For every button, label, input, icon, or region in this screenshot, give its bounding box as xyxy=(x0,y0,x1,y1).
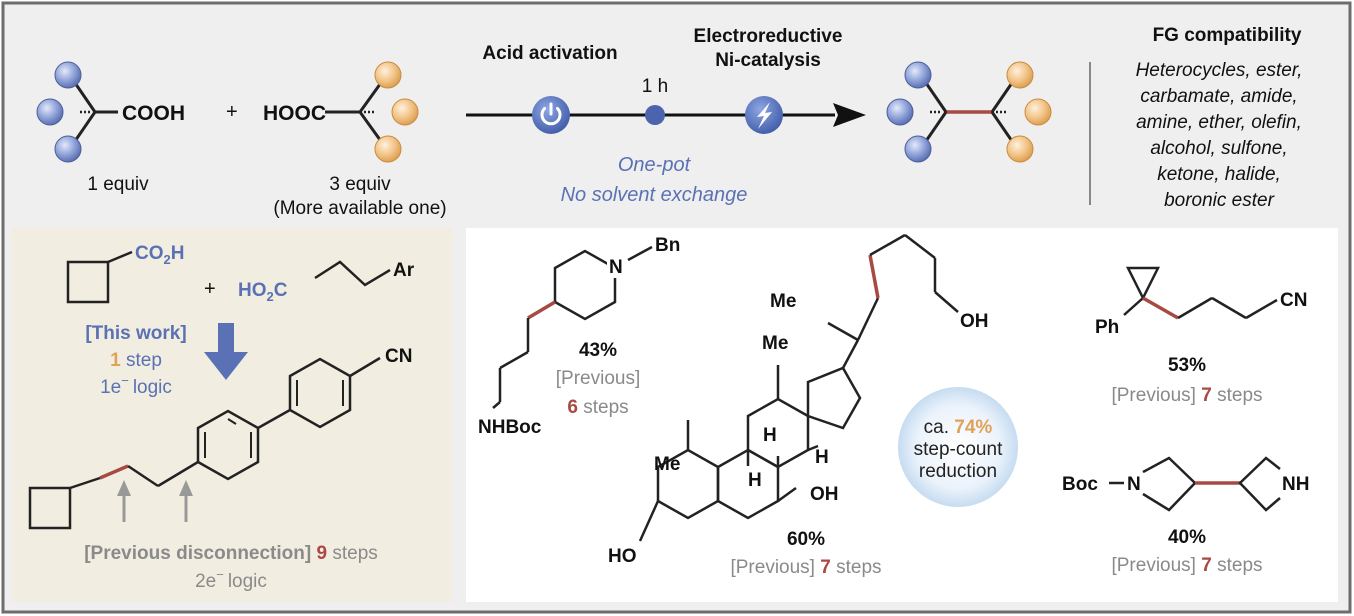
acid-2-equiv: 3 equiv xyxy=(329,174,391,195)
steroid-me: Me xyxy=(770,291,796,312)
logic-2e-label: 2e−logic xyxy=(195,567,267,592)
substituent-sphere xyxy=(904,61,932,89)
disconnection-arrow xyxy=(117,480,131,496)
one-step-label: 1 step xyxy=(110,350,162,371)
logic-1e-label: 1e−logic xyxy=(100,373,172,398)
bubble-line2: step-count xyxy=(914,439,1003,460)
azetidine-previous: [Previous] 7 steps xyxy=(1111,555,1262,576)
acid-2-note: (More available one) xyxy=(273,198,446,219)
one-pot-line2: No solvent exchange xyxy=(561,184,748,206)
examples-panel xyxy=(466,228,1338,602)
steroid-h: H xyxy=(763,425,777,446)
fg-compatibility-box: FG compatibility Heterocycles, ester, ca… xyxy=(1089,25,1303,211)
example-cyclopropane: Ph CN 53% [Previous] 7 steps xyxy=(1095,266,1307,406)
example-azetidine: Boc N NH 40% [Previous] 7 steps xyxy=(1062,456,1309,576)
piperidine-previous: [Previous] xyxy=(556,368,640,389)
cyclopropane-previous: [Previous] 7 steps xyxy=(1111,385,1262,406)
acid-1-equiv: 1 equiv xyxy=(87,174,149,195)
aryl-label: Ar xyxy=(393,260,415,281)
acid-1: COOH 1 equiv xyxy=(36,61,185,195)
substituent-sphere xyxy=(374,135,402,163)
this-work-label: [This work] xyxy=(85,323,186,344)
acid-label: CO2H xyxy=(135,243,184,267)
left-panel-content: CO2H + HO2C Ar [This work] 1 step 1e−log… xyxy=(28,243,415,592)
cyclopropane-yield: 53% xyxy=(1168,355,1206,376)
nitrile-label: CN xyxy=(385,346,412,367)
step-reduction-bubble: ca. 74% step-count reduction xyxy=(898,387,1018,507)
substituent-sphere xyxy=(36,98,64,126)
boc-label: Boc xyxy=(1062,474,1098,495)
azetidine-nh: NH xyxy=(1282,474,1309,495)
steroid-yield: 60% xyxy=(787,529,825,550)
plus-sign: + xyxy=(204,278,216,300)
steroid-oh: OH xyxy=(810,484,839,505)
timepoint-dot xyxy=(645,105,665,125)
left-panel xyxy=(12,228,452,602)
product xyxy=(886,61,1052,163)
steroid-ho: HO xyxy=(608,546,637,567)
substituent-sphere xyxy=(391,98,419,126)
fg-line: alcohol, sulfone, xyxy=(1150,138,1287,159)
example-steroid-labels: Me Me Me OH OH HO H H H 60% [Previous] 7… xyxy=(608,291,989,578)
azetidine-yield: 40% xyxy=(1168,527,1206,548)
fg-line: ketone, halide, xyxy=(1157,164,1281,185)
benzyl-label: Bn xyxy=(655,235,680,256)
azetidine-n: N xyxy=(1127,474,1141,495)
down-arrow xyxy=(204,323,248,380)
substituent-sphere xyxy=(1006,61,1034,89)
fg-line: amine, ether, olefin, xyxy=(1136,112,1302,133)
piperidine-steps: 6 steps xyxy=(567,397,628,418)
acid-1-group: COOH xyxy=(122,102,185,125)
phenyl-label: Ph xyxy=(1095,317,1119,338)
substituent-sphere xyxy=(54,61,82,89)
previous-disconnection-label: [Previous disconnection] 9 steps xyxy=(84,543,378,564)
example-steroid xyxy=(638,233,959,542)
plus-sign: + xyxy=(226,101,238,123)
fg-title: FG compatibility xyxy=(1153,25,1302,46)
top-scheme: COOH 1 equiv + HOOC 3 equiv (More availa… xyxy=(36,25,1303,219)
substituent-sphere xyxy=(904,135,932,163)
steroid-me: Me xyxy=(762,333,788,354)
steroid-h: H xyxy=(748,470,762,491)
nhboc-label: NHBoc xyxy=(478,417,542,438)
substituent-sphere xyxy=(1024,98,1052,126)
example-piperidine: N Bn NHBoc 43% [Previous] 6 steps xyxy=(478,235,680,438)
substituent-sphere xyxy=(54,135,82,163)
bubble-line3: reduction xyxy=(919,461,997,482)
nitrile-label: CN xyxy=(1280,290,1307,311)
time-label: 1 h xyxy=(642,76,668,97)
steroid-oh: OH xyxy=(960,311,989,332)
steroid-previous: [Previous] 7 steps xyxy=(730,557,881,578)
substituent-sphere xyxy=(886,98,914,126)
step2-label-line2: Ni-catalysis xyxy=(715,50,821,71)
step2-label-line1: Electroreductive xyxy=(694,26,843,47)
process-arrow: Acid activation Electroreductive Ni-cata… xyxy=(466,26,866,206)
steroid-me: Me xyxy=(654,454,680,475)
fg-line: Heterocycles, ester, xyxy=(1136,60,1303,81)
disconnection-arrow xyxy=(179,480,193,496)
acid2-label: HO2C xyxy=(238,280,288,304)
fg-line: carbamate, amide, xyxy=(1140,86,1297,107)
piperidine-yield: 43% xyxy=(579,340,617,361)
substituent-sphere xyxy=(1006,135,1034,163)
acid-2-group: HOOC xyxy=(263,102,326,125)
fg-line: boronic ester xyxy=(1164,190,1275,211)
steroid-h: H xyxy=(815,447,829,468)
bubble-line1: ca. 74% xyxy=(924,417,993,438)
one-pot-line1: One-pot xyxy=(618,154,692,176)
piperidine-n: N xyxy=(609,257,623,278)
substituent-sphere xyxy=(374,61,402,89)
acid-2: HOOC 3 equiv (More available one) xyxy=(263,61,447,219)
step1-label: Acid activation xyxy=(482,43,617,64)
